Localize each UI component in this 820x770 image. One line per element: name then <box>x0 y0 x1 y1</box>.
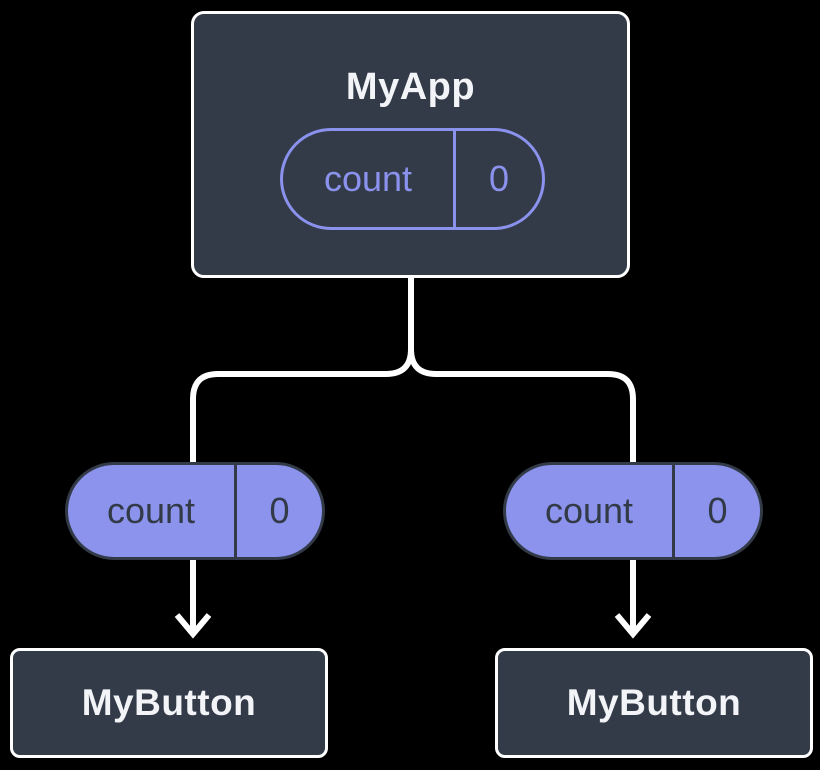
left-prop-label: count <box>68 465 237 557</box>
root-component-name: MyApp <box>345 66 476 108</box>
branch-left-line <box>190 346 414 465</box>
left-child-component-name: MyButton <box>81 682 257 723</box>
root-state-value: 0 <box>488 158 510 199</box>
left-child-component-box: MyButton <box>10 648 328 758</box>
right-prop-label: count <box>506 465 675 557</box>
arrow-right-head <box>614 613 652 639</box>
root-state-pill: count 0 <box>280 128 545 230</box>
root-state-label: count <box>283 131 456 227</box>
right-child-component-name: MyButton <box>566 682 742 723</box>
right-prop-pill: count 0 <box>503 462 763 560</box>
root-component-box: MyApp count 0 <box>191 11 630 278</box>
branch-right-line <box>408 346 636 465</box>
arrow-left-head <box>174 613 212 639</box>
left-prop-value: 0 <box>269 490 290 531</box>
left-prop-pill: count 0 <box>65 462 325 560</box>
right-prop-value: 0 <box>707 490 728 531</box>
right-child-component-box: MyButton <box>495 648 813 758</box>
